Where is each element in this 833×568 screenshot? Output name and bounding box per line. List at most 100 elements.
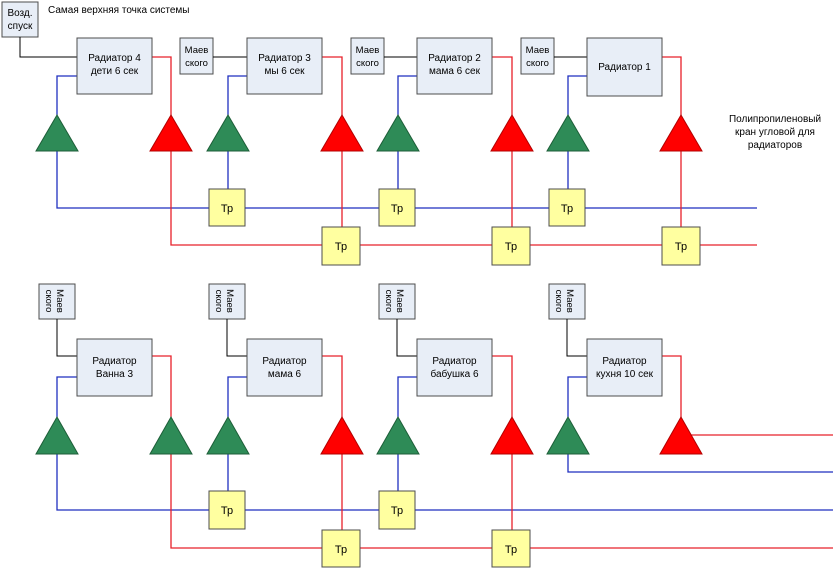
valve-return-rad4	[35, 114, 79, 152]
tee-label: Тр	[675, 241, 687, 253]
radiator-mama-label-2: мама 6	[268, 369, 302, 380]
mae-mama-label: Маев	[224, 289, 235, 313]
tee-supply-rad1	[661, 226, 701, 266]
return-main-bottom	[56, 454, 833, 511]
radiator-kitchen	[586, 338, 663, 397]
radiator-4-label-1: Радиатор 4	[88, 53, 141, 64]
radiator-3	[246, 37, 323, 95]
tee-label: Тр	[505, 241, 517, 253]
valve-return-kitchen	[546, 415, 590, 455]
radiator-3-label-1: Радиатор 3	[258, 53, 311, 64]
air-vent-label-2: спуск	[8, 21, 33, 32]
mae-rad2-label-2: ского	[356, 58, 379, 69]
radiator-bath-label-2: Ванна 3	[96, 369, 134, 380]
tee-supply-rad2	[491, 226, 531, 266]
bottom-section: Маев ского Маев ского Маев ского Маев ск…	[35, 283, 833, 568]
radiator-4-label-2: дети 6 сек	[91, 66, 139, 77]
rad2-supply-pipe	[492, 56, 513, 115]
tee-return-rad2	[378, 188, 416, 227]
mae-valve-rad1	[520, 37, 555, 75]
tee-label: Тр	[221, 203, 233, 215]
rad3-return-pipe	[227, 75, 247, 115]
valve-supply-bath	[149, 415, 193, 455]
bath-supply-pipe	[152, 355, 172, 417]
radiator-kitchen-label-1: Радиатор	[602, 356, 647, 367]
radiator-bath	[76, 338, 153, 397]
rad2-return-pipe	[397, 75, 417, 115]
valve-supply-rad2	[490, 114, 534, 152]
valve-supply-rad3	[320, 114, 364, 152]
rad4-supply-pipe	[152, 56, 172, 115]
mae-kitchen-connector	[566, 319, 587, 357]
radiator-3-label-2: мы 6 сек	[264, 66, 305, 77]
rad3-supply-pipe	[322, 56, 343, 115]
vent-connector	[19, 37, 77, 58]
mae-mama-label-2: ского	[213, 290, 224, 313]
top-section: Возд. спуск Самая верхняя точка системы …	[1, 1, 821, 266]
tee-supply-grandma	[491, 529, 531, 568]
mae-valve-kitchen: Маев ского	[548, 283, 586, 320]
radiator-1-label-1: Радиатор 1	[598, 62, 651, 73]
mae-bath-connector	[56, 319, 77, 357]
top-point-label: Самая верхняя точка системы	[48, 5, 190, 16]
radiator-bath-label-1: Радиатор	[92, 356, 137, 367]
kitchen-supply-pipe	[662, 355, 682, 417]
mae-valve-bath: Маев ского	[38, 283, 76, 320]
radiator-mama	[246, 338, 323, 397]
tee-return-rad1	[548, 188, 586, 227]
mae-rad2-label-1: Маев	[356, 45, 380, 56]
mae-bath-label: Маев	[54, 289, 65, 313]
tee-label: Тр	[505, 544, 517, 556]
radiator-mama-label-1: Радиатор	[262, 356, 307, 367]
valve-return-bath	[35, 415, 79, 455]
valve-description-3: радиаторов	[748, 140, 802, 151]
valve-description-1: Полипропиленовый	[729, 114, 821, 125]
tee-label: Тр	[335, 544, 347, 556]
air-vent-label-1: Возд.	[7, 8, 32, 19]
tee-return-mama	[208, 490, 246, 530]
radiator-2-label-1: Радиатор 2	[428, 53, 481, 64]
rad4-return-pipe	[56, 75, 77, 115]
kitchen-return-pipe	[567, 376, 587, 417]
valve-supply-mama	[320, 415, 364, 455]
bath-return-pipe	[56, 376, 77, 417]
mae-valve-mama: Маев ского	[208, 283, 246, 320]
radiator-grandma	[416, 338, 493, 397]
valve-description-2: кран угловой для	[735, 127, 815, 138]
mae-rad3-label-1: Маев	[185, 45, 209, 56]
tee-supply-rad3	[321, 226, 361, 266]
tee-label: Тр	[561, 203, 573, 215]
mae-valve-grandma: Маев ского	[378, 283, 416, 320]
radiator-kitchen-label-2: кухня 10 сек	[596, 369, 654, 380]
mama-return-pipe	[227, 376, 247, 417]
tee-supply-mama	[321, 529, 361, 568]
mae-valve-rad2	[350, 37, 385, 75]
valve-return-rad3	[206, 114, 250, 152]
return-main-top	[56, 151, 757, 209]
mae-rad3-label-2: ского	[185, 58, 208, 69]
radiator-grandma-label-1: Радиатор	[432, 356, 477, 367]
tee-label: Тр	[221, 505, 233, 517]
tee-label: Тр	[391, 203, 403, 215]
valve-return-rad2	[376, 114, 420, 152]
valve-supply-grandma	[490, 415, 534, 455]
tee-return-grandma	[378, 490, 416, 530]
tee-label: Тр	[391, 505, 403, 517]
tee-return-rad3	[208, 188, 246, 227]
return-branch-kitchen	[567, 454, 833, 473]
mae-grandma-label: Маев	[394, 289, 405, 313]
mae-kitchen-label: Маев	[564, 289, 575, 313]
valve-return-rad1	[546, 114, 590, 152]
valve-supply-rad1	[659, 114, 703, 152]
grandma-supply-pipe	[492, 355, 513, 417]
tee-label: Тр	[335, 241, 347, 253]
rad1-return-pipe	[567, 75, 587, 115]
mae-kitchen-label-2: ского	[553, 290, 564, 313]
air-vent-box	[1, 1, 39, 38]
mae-rad1-label-1: Маев	[526, 45, 550, 56]
radiator-2	[416, 37, 493, 95]
radiator-grandma-label-2: бабушка 6	[430, 368, 479, 380]
mae-mama-connector	[226, 319, 247, 357]
valve-return-mama	[206, 415, 250, 455]
